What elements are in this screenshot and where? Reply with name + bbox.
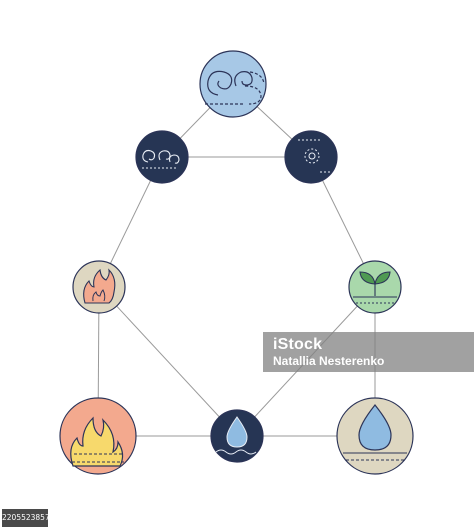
wind-swirl-icon xyxy=(205,70,265,105)
watermark-brand: iStock xyxy=(273,336,323,353)
water-drop-icon xyxy=(215,416,257,455)
water-sand-node xyxy=(336,397,414,475)
wind-whirl-icon xyxy=(298,139,330,173)
sprout-icon xyxy=(353,271,397,304)
image-id-label: 2205523857 xyxy=(2,509,50,527)
water-drop-icon xyxy=(343,404,407,461)
wind-spiral-icon xyxy=(142,149,180,169)
air-dark-left-node xyxy=(135,130,189,184)
flame-icon xyxy=(70,416,124,467)
fire-small-node xyxy=(72,260,126,314)
watermark-credit: Natallia Nesterenko xyxy=(273,354,385,368)
earth-plant-node xyxy=(348,260,402,314)
connector-line xyxy=(98,286,238,437)
stock-watermark: iStock Natallia Nesterenko xyxy=(263,332,474,372)
water-dark-node xyxy=(210,409,264,463)
flame-icon xyxy=(83,268,116,304)
air-dark-right-node xyxy=(284,130,338,184)
fire-large-node xyxy=(59,397,137,475)
air-light-node xyxy=(199,50,267,118)
connector-lines xyxy=(97,83,376,437)
